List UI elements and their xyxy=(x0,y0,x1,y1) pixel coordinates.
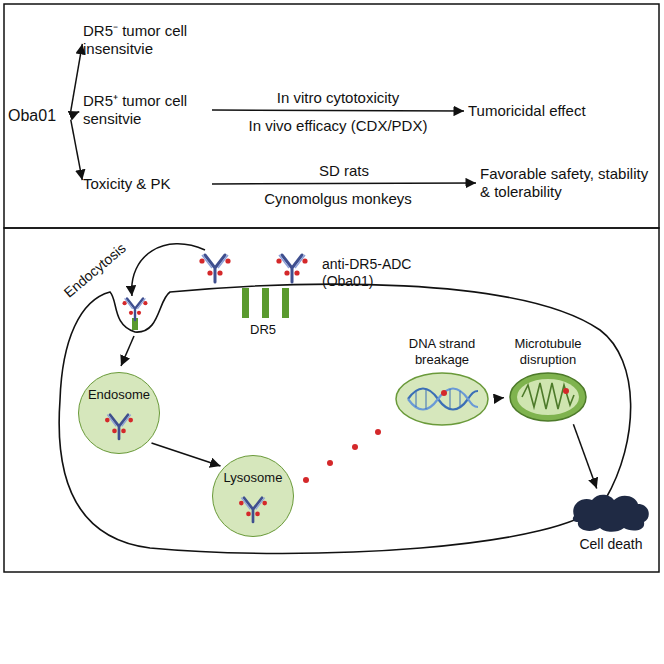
nucleus-shape xyxy=(394,371,490,427)
bottom-panel xyxy=(4,228,659,572)
arrow-connector xyxy=(151,443,220,466)
dead-cell-shape xyxy=(568,490,654,534)
adc-antibody xyxy=(233,488,273,524)
node-text: Endosome xyxy=(79,387,159,403)
annotation-label: Cynomolgus monkeys xyxy=(264,190,412,208)
annotation-label: DR5 xyxy=(250,322,276,338)
node-text: DR5⁻ tumor cell insensitvie xyxy=(83,22,208,58)
endosome-circle: Endosome xyxy=(78,372,160,454)
cell-membrane xyxy=(59,284,631,553)
arrow-connector xyxy=(71,44,83,112)
lysosome-circle: Lysosome xyxy=(212,455,294,537)
annotation-label: anti-DR5-ADC (Oba01) xyxy=(322,256,447,290)
adc-antibody xyxy=(199,255,230,282)
arrow-connector xyxy=(573,424,596,488)
drug-name: Oba01 xyxy=(8,106,70,125)
node-text: Lysosome xyxy=(213,470,293,486)
arrow-connector xyxy=(71,120,83,181)
cell-type-text: DR5⁻ tumor cell insensitvie xyxy=(83,22,208,58)
mitochondrion-shape xyxy=(508,371,588,423)
endocytosis-arrow xyxy=(132,244,205,296)
outcome-text: Favorable safety, stability & tolerabili… xyxy=(480,165,655,201)
payload-dots xyxy=(303,429,381,483)
annotation-label: Endocytosis xyxy=(59,238,131,302)
arrow-connector xyxy=(74,112,80,114)
node-text: Oba01 xyxy=(8,106,70,125)
adc-antibody xyxy=(99,405,139,441)
node-text: Tumoricidal effect xyxy=(468,102,653,120)
annotation-label: In vivo efficacy (CDX/PDX) xyxy=(249,117,428,135)
arrow-connector xyxy=(212,109,464,111)
node-text: DNA strand breakage xyxy=(392,336,492,367)
endocytosis-arrow xyxy=(121,336,134,366)
arrow-connector xyxy=(212,182,476,184)
arrow-connector xyxy=(494,398,504,399)
outcome-text: Tumoricidal effect xyxy=(468,102,653,120)
adc-antibody xyxy=(123,298,148,320)
cell-death: Cell death xyxy=(566,490,656,553)
node-text: Favorable safety, stability & tolerabili… xyxy=(480,165,655,201)
node-text: Toxicity & PK xyxy=(83,175,208,193)
study-text: Toxicity & PK xyxy=(83,175,208,193)
node-text: Microtubule disruption xyxy=(496,336,600,367)
edge-label: In vitro cytotoxicity xyxy=(275,89,402,107)
adc-antibody xyxy=(276,255,307,282)
top-panel xyxy=(4,4,659,228)
mitochondrion: Microtubule disruption xyxy=(496,336,600,423)
edge-label: SD rats xyxy=(317,162,371,180)
node-text: Cell death xyxy=(566,536,656,553)
node-text: DR5⁺ tumor cell sensitvie xyxy=(83,92,208,128)
nucleus: DNA strand breakage xyxy=(392,336,492,427)
cell-type-text: DR5⁺ tumor cell sensitvie xyxy=(83,92,208,128)
